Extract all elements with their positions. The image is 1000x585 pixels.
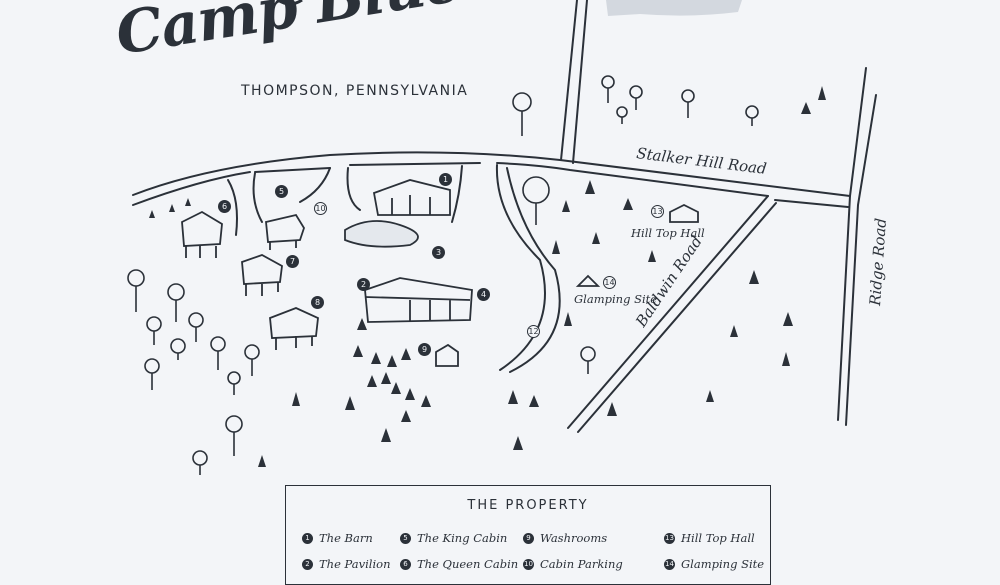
cabin-7 bbox=[241, 254, 283, 296]
baldwin-road-right bbox=[577, 202, 777, 433]
map-marker-8[interactable]: 8 bbox=[311, 296, 324, 309]
legend-label: Cabin Parking bbox=[540, 557, 623, 571]
place-label-glamping-site: Glamping Site bbox=[574, 292, 658, 306]
legend-item-cabin-parking[interactable]: 10 Cabin Parking bbox=[523, 557, 623, 571]
glamping-tent bbox=[575, 274, 601, 287]
legend-num: 9 bbox=[523, 532, 534, 544]
drive-barn bbox=[346, 165, 463, 223]
legend-item-glamping-site[interactable]: 14 Glamping Site bbox=[664, 557, 764, 571]
barn-building bbox=[344, 179, 451, 248]
map-marker-13[interactable]: 13 bbox=[651, 205, 664, 218]
map-marker-10[interactable]: 10 bbox=[314, 202, 327, 215]
flag-shape bbox=[606, 0, 742, 16]
cabin-8 bbox=[269, 307, 319, 350]
pavilion-building bbox=[364, 277, 473, 323]
legend-num: 6 bbox=[400, 558, 411, 570]
place-label-hill-top-hall: Hill Top Hall bbox=[631, 226, 705, 240]
legend-title: THE PROPERTY bbox=[467, 498, 589, 513]
map-subtitle: THOMPSON, PENNSYLVANIA bbox=[241, 83, 469, 99]
map-marker-2[interactable]: 2 bbox=[357, 278, 370, 291]
cabin-6 bbox=[181, 210, 223, 258]
legend-num: 5 bbox=[400, 532, 411, 544]
legend-label: Hill Top Hall bbox=[681, 531, 755, 545]
legend-num: 2 bbox=[302, 558, 313, 570]
legend-item-queen-cabin[interactable]: 6 The Queen Cabin bbox=[400, 557, 518, 571]
drive-5 bbox=[252, 167, 331, 223]
map-marker-7[interactable]: 7 bbox=[286, 255, 299, 268]
map-marker-12[interactable]: 12 bbox=[527, 325, 540, 338]
map-marker-6[interactable]: 6 bbox=[218, 200, 231, 213]
map-marker-1[interactable]: 1 bbox=[439, 173, 452, 186]
baldwin-road-left bbox=[567, 195, 769, 429]
map-marker-9[interactable]: 9 bbox=[418, 343, 431, 356]
deciduous-trees bbox=[127, 75, 759, 475]
cabin-5 bbox=[265, 213, 305, 250]
legend-item-barn[interactable]: 1 The Barn bbox=[302, 531, 373, 545]
legend-num: 13 bbox=[664, 532, 675, 544]
property-legend: THE PROPERTY 1 The Barn 5 The King Cabin… bbox=[285, 485, 771, 585]
legend-item-hill-top-hall[interactable]: 13 Hill Top Hall bbox=[664, 531, 755, 545]
map-marker-14[interactable]: 14 bbox=[603, 276, 616, 289]
hill-top-hall-building bbox=[669, 203, 699, 223]
map-marker-3[interactable]: 3 bbox=[432, 246, 445, 259]
legend-label: The Queen Cabin bbox=[417, 557, 519, 571]
logo-arc bbox=[277, 0, 303, 6]
property-map bbox=[127, 0, 877, 475]
ridge-road-left bbox=[837, 67, 867, 421]
north-road-left bbox=[560, 0, 578, 161]
main-road-top bbox=[132, 151, 851, 197]
legend-num: 1 bbox=[302, 532, 313, 544]
legend-label: Glamping Site bbox=[681, 557, 765, 571]
north-road-right bbox=[572, 0, 588, 164]
pine-trees bbox=[258, 86, 826, 467]
legend-label: Washrooms bbox=[540, 531, 608, 545]
legend-num: 14 bbox=[664, 558, 675, 570]
drive-6 bbox=[227, 179, 238, 236]
legend-label: The King Cabin bbox=[417, 531, 508, 545]
legend-item-pavilion[interactable]: 2 The Pavilion bbox=[302, 557, 390, 571]
legend-item-washrooms[interactable]: 9 Washrooms bbox=[523, 531, 607, 545]
small-trees bbox=[149, 198, 191, 218]
ridge-road-right bbox=[845, 94, 877, 426]
lane-12-right bbox=[506, 167, 561, 373]
washroom-9 bbox=[435, 343, 459, 367]
legend-label: The Barn bbox=[319, 531, 373, 545]
legend-label: The Pavilion bbox=[319, 557, 391, 571]
map-marker-4[interactable]: 4 bbox=[477, 288, 490, 301]
map-marker-5[interactable]: 5 bbox=[275, 185, 288, 198]
legend-num: 10 bbox=[523, 558, 534, 570]
lane-12-left bbox=[495, 164, 546, 371]
legend-item-king-cabin[interactable]: 5 The King Cabin bbox=[400, 531, 507, 545]
main-road-bottom bbox=[132, 162, 849, 208]
